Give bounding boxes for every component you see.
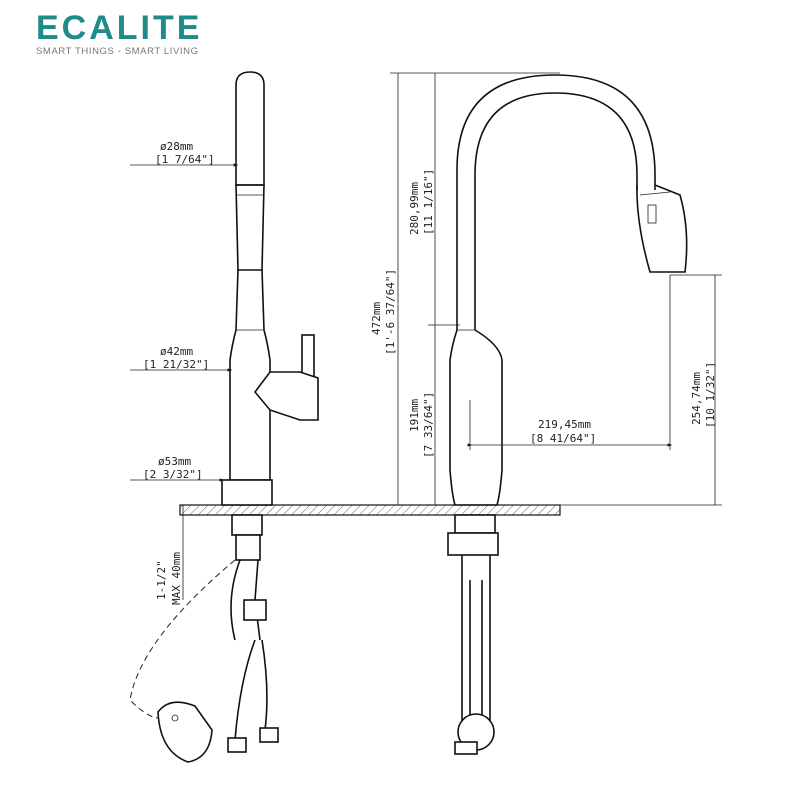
dim-body-height-in: [7 33/64"] xyxy=(422,392,435,458)
dim-d28-mm: ø28mm xyxy=(160,140,193,153)
brand-name: ECALITE xyxy=(36,9,203,47)
dim-spout-height-mm: 280,99mm xyxy=(408,182,421,235)
dim-total-height-mm: 472mm xyxy=(370,302,383,335)
dim-spout-height-in: [11 1/16"] xyxy=(422,169,435,235)
dimension-lines xyxy=(130,72,722,600)
dim-body-height-mm: 191mm xyxy=(408,399,421,432)
dim-hole-size: 1-1/2" xyxy=(155,560,168,600)
faucet-front-view xyxy=(447,74,688,755)
dim-d53-mm: ø53mm xyxy=(158,455,191,468)
dim-reach-mm: 219,45mm xyxy=(538,418,591,431)
dim-d53-in: [2 3/32"] xyxy=(143,468,203,481)
dim-reach-in: [8 41/64"] xyxy=(530,432,596,445)
dim-outlet-height-in: [10 1/32"] xyxy=(704,362,717,428)
dim-outlet-height-mm: 254,74mm xyxy=(690,372,703,425)
countertop xyxy=(179,504,561,516)
dim-d28-in: [1 7/64"] xyxy=(155,153,215,166)
dim-d42-mm: ø42mm xyxy=(160,345,193,358)
dim-d42-in: [1 21/32"] xyxy=(143,358,209,371)
brand-logo: ECALITE SMART THINGS - SMART LIVING xyxy=(36,10,202,57)
brand-tagline: SMART THINGS - SMART LIVING xyxy=(36,46,199,57)
faucet-side-view xyxy=(129,71,319,763)
dim-hole-max: MAX 40mm xyxy=(170,552,183,605)
dim-total-height-in: [1'-6 37/64"] xyxy=(384,269,397,355)
